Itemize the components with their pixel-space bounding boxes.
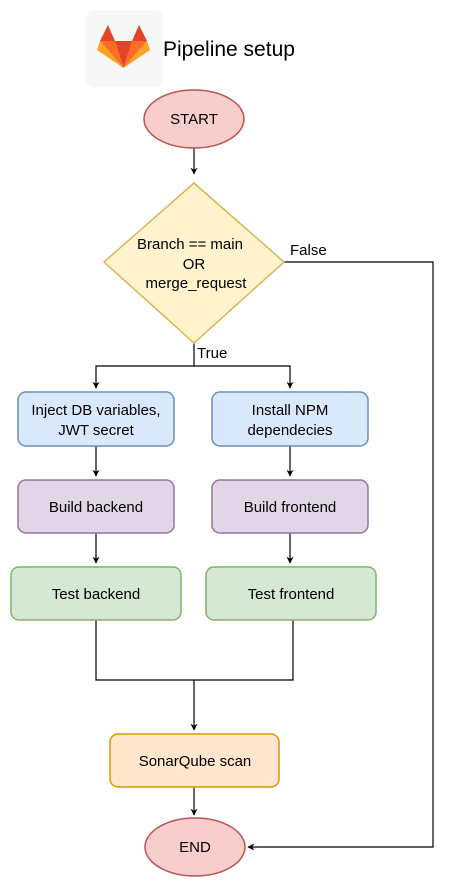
node-decision-line-2: OR — [183, 256, 206, 273]
node-end-label: END — [179, 839, 211, 856]
edge-decision-to-inject-db — [92, 343, 195, 389]
node-test-backend-shape — [10, 566, 182, 621]
node-test-frontend-shape — [205, 566, 377, 621]
node-test-frontend-label: Test frontend — [248, 586, 335, 603]
node-test-backend: Test backend — [10, 566, 182, 621]
node-sonarqube: SonarQube scan — [109, 733, 280, 788]
edge-decision-to-install-npm — [194, 365, 294, 389]
node-build-backend-label: Build backend — [49, 499, 143, 516]
node-sonarqube-label: SonarQube scan — [139, 753, 252, 770]
node-start-label: START — [170, 111, 218, 128]
node-build-frontend-label: Build frontend — [244, 499, 337, 516]
edges — [92, 148, 434, 851]
node-build-frontend-shape — [211, 479, 369, 534]
node-test-frontend: Test frontend — [205, 566, 377, 621]
node-install-npm-line-2: dependecies — [247, 422, 332, 439]
node-decision-line-1: Branch == main — [137, 236, 243, 253]
gitlab-logo-icon — [97, 25, 150, 68]
node-inject-db-line-2: JWT secret — [58, 422, 134, 439]
node-build-backend: Build backend — [17, 479, 175, 534]
node-decision-shape — [102, 182, 286, 345]
node-start-shape — [143, 89, 245, 149]
node-build-backend-shape — [17, 479, 175, 534]
node-build-frontend: Build frontend — [211, 479, 369, 534]
node-inject-db-line-1: Inject DB variables, — [31, 402, 160, 419]
node-end: END — [144, 817, 246, 877]
node-decision: Branch == main OR merge_request — [102, 182, 286, 345]
edge-label-true: True — [197, 345, 227, 362]
edge-decision-false-to-end — [247, 261, 434, 851]
node-install-npm: Install NPM dependecies — [211, 391, 369, 447]
edge-tests-merge — [95, 620, 294, 681]
node-install-npm-line-1: Install NPM — [252, 402, 329, 419]
node-inject-db: Inject DB variables, JWT secret — [17, 391, 175, 447]
node-install-npm-shape — [211, 391, 369, 447]
node-end-shape — [144, 817, 246, 877]
page-title: Pipeline setup — [163, 38, 295, 61]
node-sonarqube-shape — [109, 733, 280, 788]
header: Pipeline setup — [86, 10, 295, 87]
node-inject-db-shape — [17, 391, 175, 447]
node-decision-line-3: merge_request — [146, 275, 248, 292]
node-test-backend-label: Test backend — [52, 586, 140, 603]
edge-label-false: False — [290, 242, 327, 259]
node-start: START — [143, 89, 245, 149]
